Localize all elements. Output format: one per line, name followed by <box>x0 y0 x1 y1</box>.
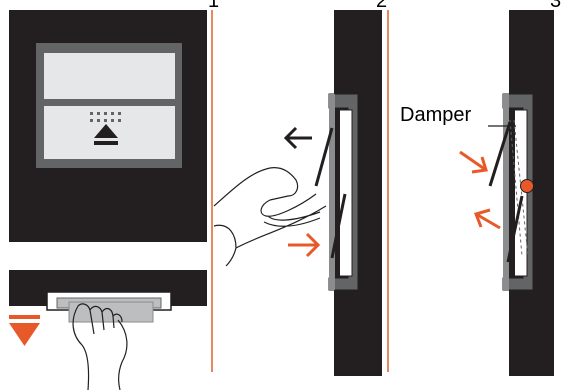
down-triangle-icon <box>9 315 40 346</box>
side-recess <box>340 109 353 277</box>
panel-tray-pull <box>9 270 207 390</box>
hand-pulling-tray <box>72 303 128 390</box>
damper-dot-icon <box>520 179 534 193</box>
cover-upper <box>314 127 334 187</box>
panel-front-view <box>9 10 207 242</box>
tray <box>68 301 154 323</box>
arrow-right-icon <box>288 232 321 258</box>
hand-pushing <box>213 167 327 267</box>
eject-icon <box>94 124 118 145</box>
step-number-1: 1 <box>208 0 220 12</box>
guide-line-a <box>509 119 523 257</box>
cover-lower-3 <box>506 195 524 263</box>
arrow-right-icon <box>459 150 488 174</box>
side-bracket-edge <box>329 94 335 290</box>
device-screen-upper <box>44 53 175 99</box>
arrow-left-icon <box>474 208 501 230</box>
step-number-2: 2 <box>376 0 388 12</box>
arrow-left-icon <box>283 126 312 150</box>
cover-upper-3 <box>488 121 512 187</box>
cover-lower <box>330 193 347 259</box>
panel-side-push <box>213 10 382 376</box>
step-number-3: 3 <box>550 0 561 12</box>
side-bracket-edge-3 <box>503 94 509 290</box>
indicator-dots <box>90 112 121 122</box>
panel-side-damper <box>459 10 554 376</box>
damper-label: Damper <box>400 104 472 126</box>
